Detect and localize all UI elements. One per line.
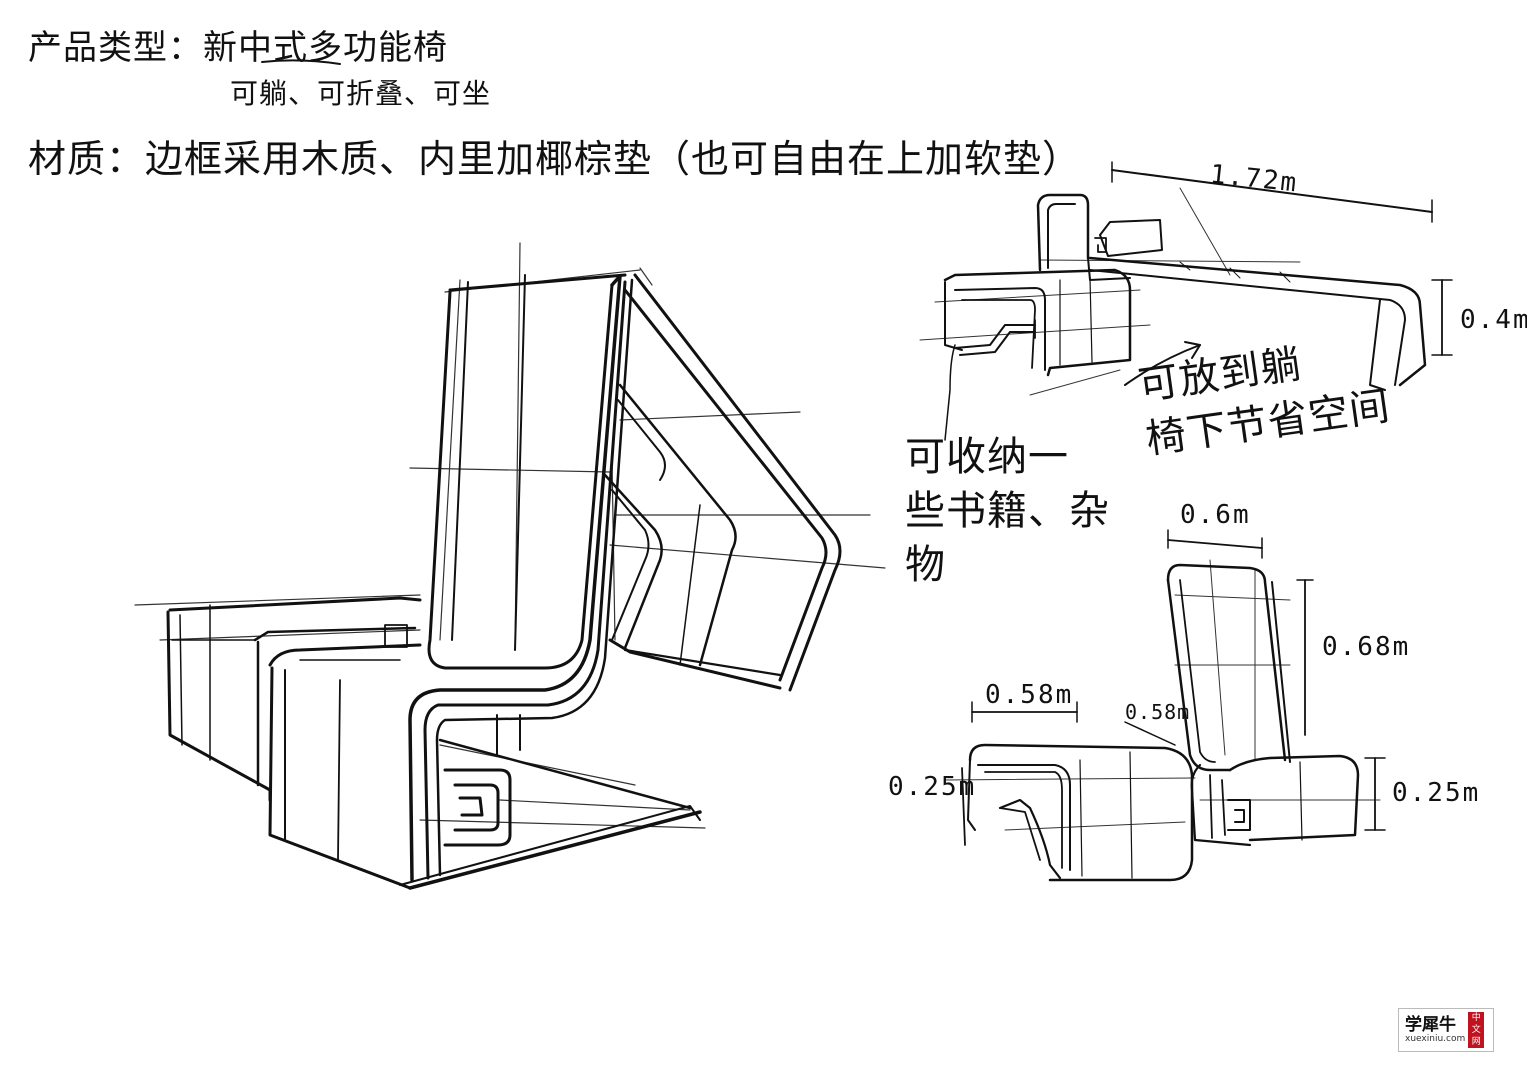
watermark-brand: 学犀牛 [1405, 1014, 1456, 1035]
features-label: 可躺、可折叠、可坐 [230, 77, 492, 110]
dim-stool-height: 0.25m [888, 772, 977, 802]
storage-note: 可收纳一 些书籍、杂 物 [905, 430, 1110, 592]
dim-chair-width: 0.6m [1180, 500, 1251, 530]
storage-note-line2: 些书籍、杂 [905, 488, 1110, 534]
dim-back-height: 0.68m [1322, 632, 1411, 662]
dim-stool-width: 0.58m [985, 680, 1074, 710]
watermark-logo: 学犀牛 xuexiniu.com 中文网 [1398, 1008, 1494, 1052]
dim-seat-depth: 0.58m [1125, 700, 1191, 724]
lounger-sketch [919, 161, 1453, 441]
watermark-badge: 中文网 [1468, 1012, 1485, 1048]
watermark-url: xuexiniu.com [1405, 1033, 1466, 1044]
material-label: 材质：边框采用木质、内里加椰棕垫（也可自由在上加软垫） [28, 137, 1082, 181]
dim-seat-height: 0.25m [1392, 778, 1481, 808]
chair-stool-sketch [944, 529, 1386, 882]
main-chair-sketch [134, 242, 886, 890]
product-type-label: 产品类型：新中式多功能椅 [28, 28, 448, 68]
storage-note-line3: 物 [905, 542, 946, 588]
dim-lounger-height: 0.4m [1460, 305, 1527, 335]
storage-note-line1: 可收纳一 [905, 434, 1069, 480]
